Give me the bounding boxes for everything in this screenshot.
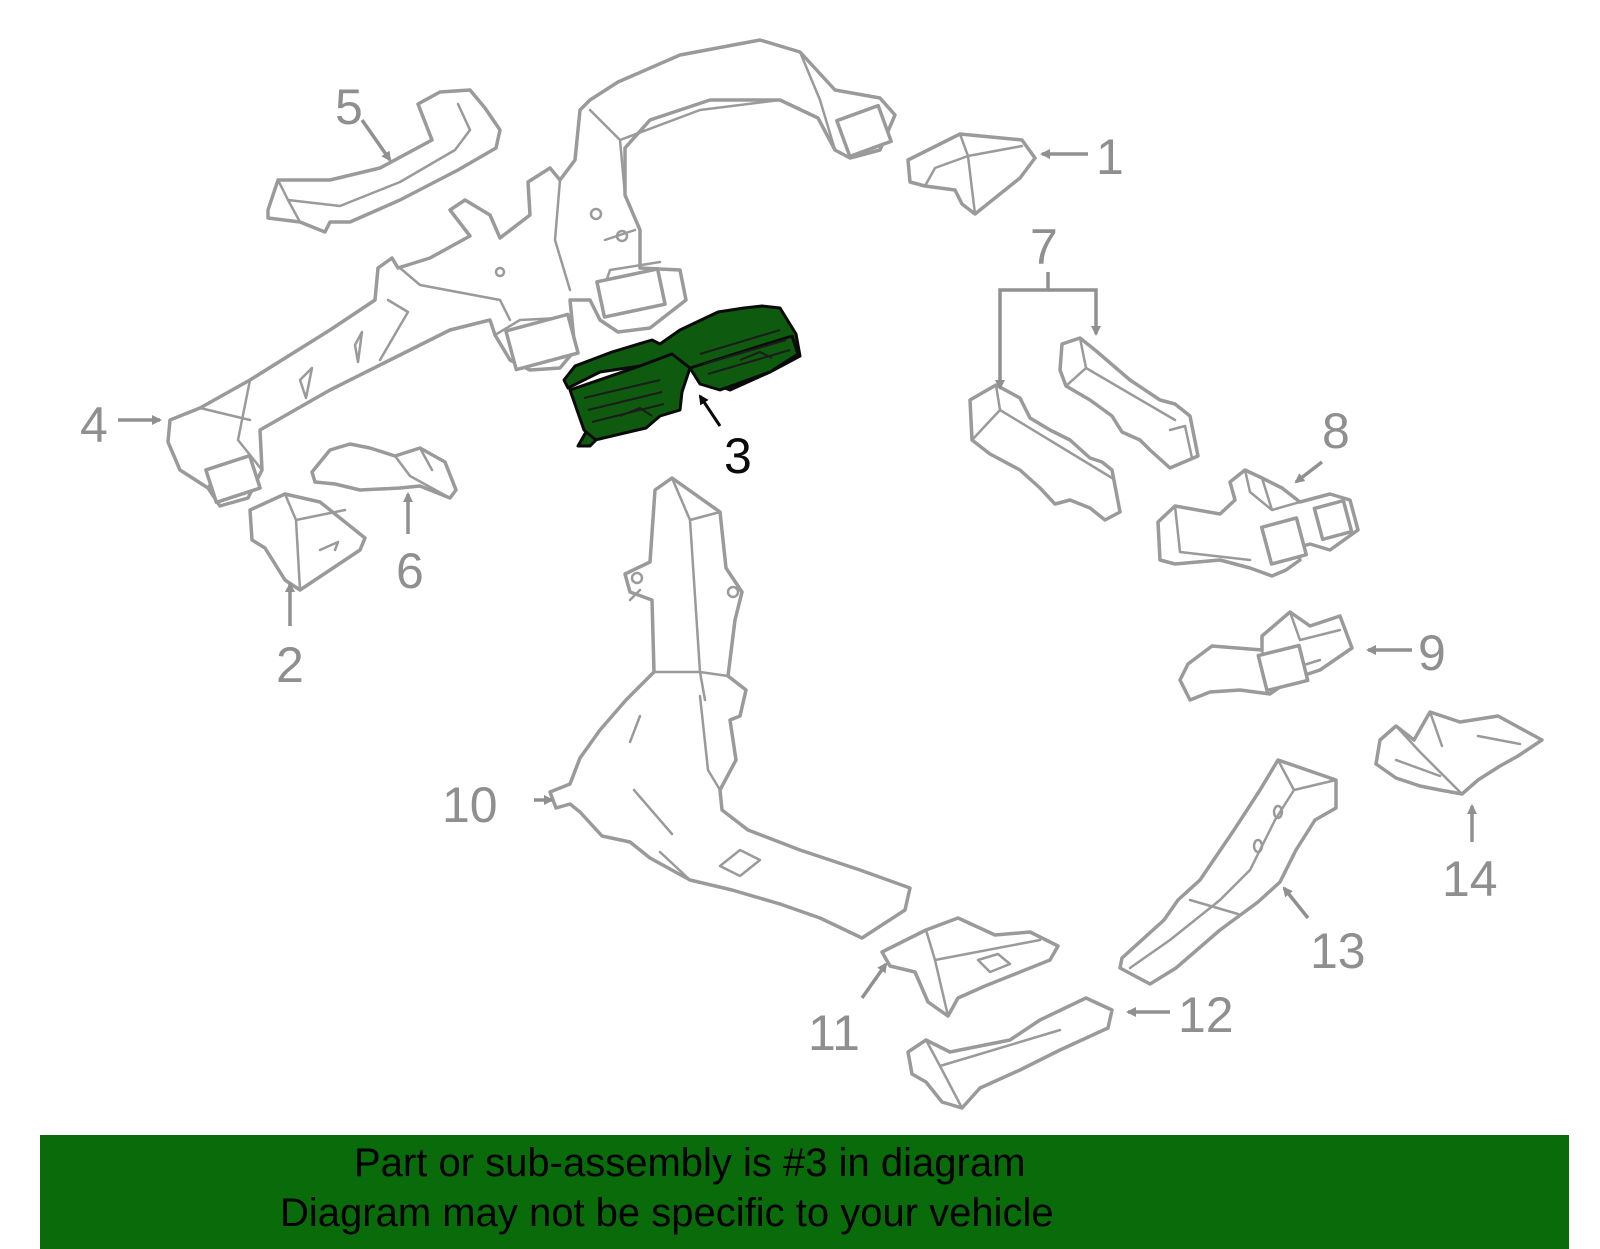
info-banner: Part or sub-assembly is #3 in diagram Di… <box>40 1135 1569 1249</box>
part-7-duct-upper[interactable] <box>1058 336 1200 470</box>
part-12-duct[interactable] <box>906 996 1114 1110</box>
callout-13: 13 <box>1310 923 1366 979</box>
callout-1: 1 <box>1096 129 1124 185</box>
part-1-duct[interactable] <box>906 132 1037 216</box>
callout-12: 12 <box>1178 987 1234 1043</box>
callout-10: 10 <box>442 777 498 833</box>
callout-11: 11 <box>808 1005 860 1061</box>
part-3-vent-highlighted[interactable] <box>562 304 802 448</box>
part-11-duct[interactable] <box>880 916 1060 1018</box>
callout-9: 9 <box>1418 625 1446 681</box>
callout-5: 5 <box>335 79 363 135</box>
part-10-duct[interactable] <box>548 476 912 940</box>
part-5-duct[interactable] <box>266 88 502 234</box>
callout-8: 8 <box>1322 403 1350 459</box>
part-4-main-duct[interactable] <box>166 38 897 508</box>
callout-6: 6 <box>396 543 424 599</box>
part-2-duct[interactable] <box>248 492 367 592</box>
part-13-duct[interactable] <box>1118 758 1338 986</box>
callout-14: 14 <box>1442 851 1498 907</box>
banner-line-1: Part or sub-assembly is #3 in diagram <box>354 1141 1026 1185</box>
part-7-duct-lower[interactable] <box>968 383 1122 522</box>
callout-3: 3 <box>724 428 752 484</box>
callout-4: 4 <box>80 397 108 453</box>
banner-line-2: Diagram may not be specific to your vehi… <box>280 1191 1054 1235</box>
part-14-vent[interactable] <box>1374 710 1544 796</box>
part-9-duct[interactable] <box>1178 610 1354 702</box>
part-6-duct[interactable] <box>310 442 458 500</box>
callout-2: 2 <box>276 637 304 693</box>
callout-lines <box>118 118 1477 1017</box>
callout-7: 7 <box>1030 219 1058 275</box>
part-8-duct[interactable] <box>1156 468 1360 578</box>
